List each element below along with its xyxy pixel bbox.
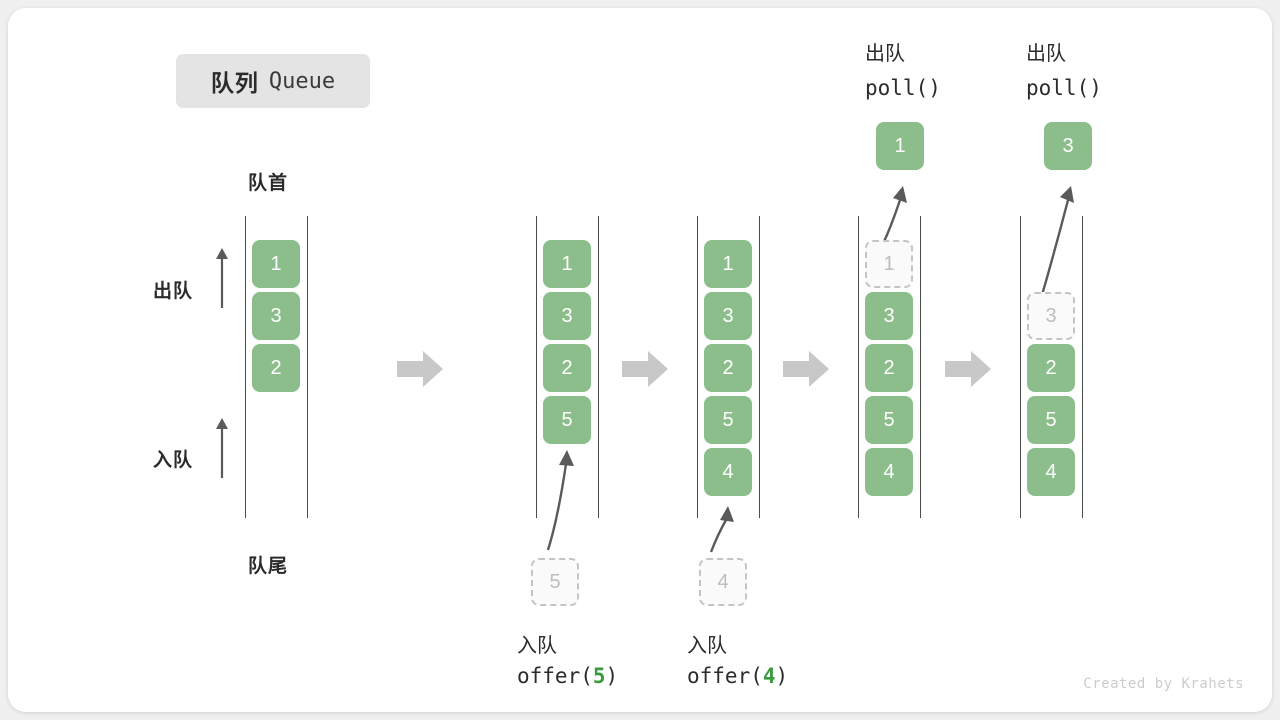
queue-3-caption-code-pre: offer( xyxy=(687,664,763,688)
queue-5-cell-1: 2 xyxy=(1027,344,1075,392)
label-dequeue: 出队 xyxy=(153,281,194,302)
queue-3-caption-cn: 入队 xyxy=(687,635,727,657)
queue-5-cell-3: 4 xyxy=(1027,448,1075,496)
queue-1-rail-right xyxy=(307,216,308,518)
queue-3-cell-2: 2 xyxy=(704,344,752,392)
queue-4-rail-right xyxy=(920,216,921,518)
dequeue-direction-arrow-icon xyxy=(216,248,228,308)
label-enqueue: 入队 xyxy=(153,450,194,471)
queue-2-cell-1: 3 xyxy=(543,292,591,340)
queue-4-rail-left xyxy=(858,216,859,518)
queue-5-header-cn: 出队 xyxy=(1026,43,1066,65)
queue-3-cell-3: 5 xyxy=(704,396,752,444)
flow-arrow-1-icon xyxy=(397,351,443,387)
enqueue-direction-arrow-icon xyxy=(216,418,228,478)
watermark: Created by Krahets xyxy=(1083,676,1244,692)
queue-5-cell-0: 3 xyxy=(1027,292,1075,340)
queue-5-remove-arrow-icon xyxy=(1038,186,1074,303)
queue-2-caption-code: offer(5) xyxy=(517,664,618,688)
queue-3-insert-arrow-icon xyxy=(709,506,734,553)
queue-3-incoming-cell: 4 xyxy=(699,558,747,606)
queue-3-rail-left xyxy=(697,216,698,518)
queue-4-cell-3: 5 xyxy=(865,396,913,444)
title-en: Queue xyxy=(268,68,336,94)
queue-2-rail-left xyxy=(536,216,537,518)
queue-2-caption-code-arg: 5 xyxy=(592,664,606,688)
queue-2-cell-0: 1 xyxy=(543,240,591,288)
queue-2-caption-code-pre: offer( xyxy=(517,664,593,688)
queue-3-caption-code: offer(4) xyxy=(687,664,788,688)
label-rear: 队尾 xyxy=(248,556,289,577)
queue-4-removed-cell: 1 xyxy=(876,122,924,170)
queue-1-cell-2: 2 xyxy=(252,344,300,392)
queue-4-cell-0: 1 xyxy=(865,240,913,288)
queue-2-insert-arrow-icon xyxy=(546,450,574,551)
flow-arrow-2-icon xyxy=(622,351,668,387)
queue-2-cell-2: 2 xyxy=(543,344,591,392)
queue-3-cell-1: 3 xyxy=(704,292,752,340)
queue-4-header-code: poll() xyxy=(865,76,941,100)
queue-3-cell-4: 4 xyxy=(704,448,752,496)
queue-2-cell-3: 5 xyxy=(543,396,591,444)
queue-5-rail-left xyxy=(1020,216,1021,518)
flow-arrow-3-icon xyxy=(783,351,829,387)
queue-5-removed-cell: 3 xyxy=(1044,122,1092,170)
queue-3-rail-right xyxy=(759,216,760,518)
queue-3-caption-code-arg: 4 xyxy=(762,664,776,688)
queue-3-caption-code-post: ) xyxy=(775,664,789,688)
title-chip: 队列 Queue xyxy=(176,54,370,108)
queue-4-cell-2: 2 xyxy=(865,344,913,392)
label-front: 队首 xyxy=(248,173,289,194)
queue-5-cell-2: 5 xyxy=(1027,396,1075,444)
queue-4-cell-1: 3 xyxy=(865,292,913,340)
queue-4-cell-4: 4 xyxy=(865,448,913,496)
title-cn: 队列 xyxy=(210,70,259,96)
queue-5-header-code: poll() xyxy=(1026,76,1102,100)
queue-2-caption-cn: 入队 xyxy=(517,635,557,657)
queue-1-cell-1: 3 xyxy=(252,292,300,340)
queue-5-rail-right xyxy=(1082,216,1083,518)
queue-2-rail-right xyxy=(598,216,599,518)
queue-3-cell-0: 1 xyxy=(704,240,752,288)
queue-2-incoming-cell: 5 xyxy=(531,558,579,606)
flow-arrow-4-icon xyxy=(945,351,991,387)
queue-4-header-cn: 出队 xyxy=(865,43,905,65)
queue-1-rail-left xyxy=(245,216,246,518)
queue-1-cell-0: 1 xyxy=(252,240,300,288)
queue-2-caption-code-post: ) xyxy=(605,664,619,688)
diagram-card: 队列 Queue 队首 队尾 出队 入队 1 3 2 1 3 2 5 5 入队 … xyxy=(8,8,1272,712)
